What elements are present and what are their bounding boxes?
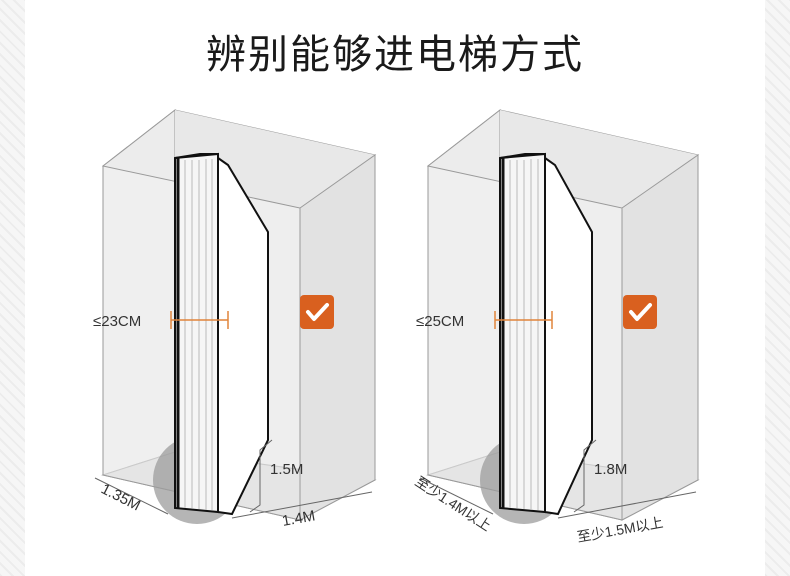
left-side-pattern [0,0,25,576]
height-bracket [249,439,273,513]
width-label: 1.4M [281,507,317,530]
box-right-face [621,154,699,521]
check-icon [306,303,329,321]
width-dim-line [557,491,697,519]
depth-label: 1.35M [98,480,143,514]
elevator-diagram-2: ≤25CM 1.8M 至少1.5M以上 至少1.4M以上 [412,108,700,545]
depth-dim-line [419,477,494,515]
mattress-layers [184,159,213,510]
width-dim-line [231,491,373,519]
mattress-top [499,153,545,159]
mattress-edge [174,152,219,514]
height-bracket [573,439,597,513]
mattress-layers [509,159,539,510]
mattress-top [174,153,218,159]
thickness-label: ≤25CM [416,313,464,330]
box-right-face [299,154,376,521]
elevator-diagram-1: ≤23CM 1.5M 1.4M 1.35M [93,108,377,530]
height-label: 1.5M [270,461,303,478]
height-label: 1.8M [594,461,627,478]
page-title: 辨别能够进电梯方式 [206,32,584,78]
check-badge [300,295,334,329]
thickness-label: ≤23CM [93,313,141,330]
check-badge [623,295,657,329]
depth-dim-line [94,477,169,515]
right-side-pattern [765,0,790,576]
check-icon [629,303,652,321]
mattress-edge [499,152,546,514]
